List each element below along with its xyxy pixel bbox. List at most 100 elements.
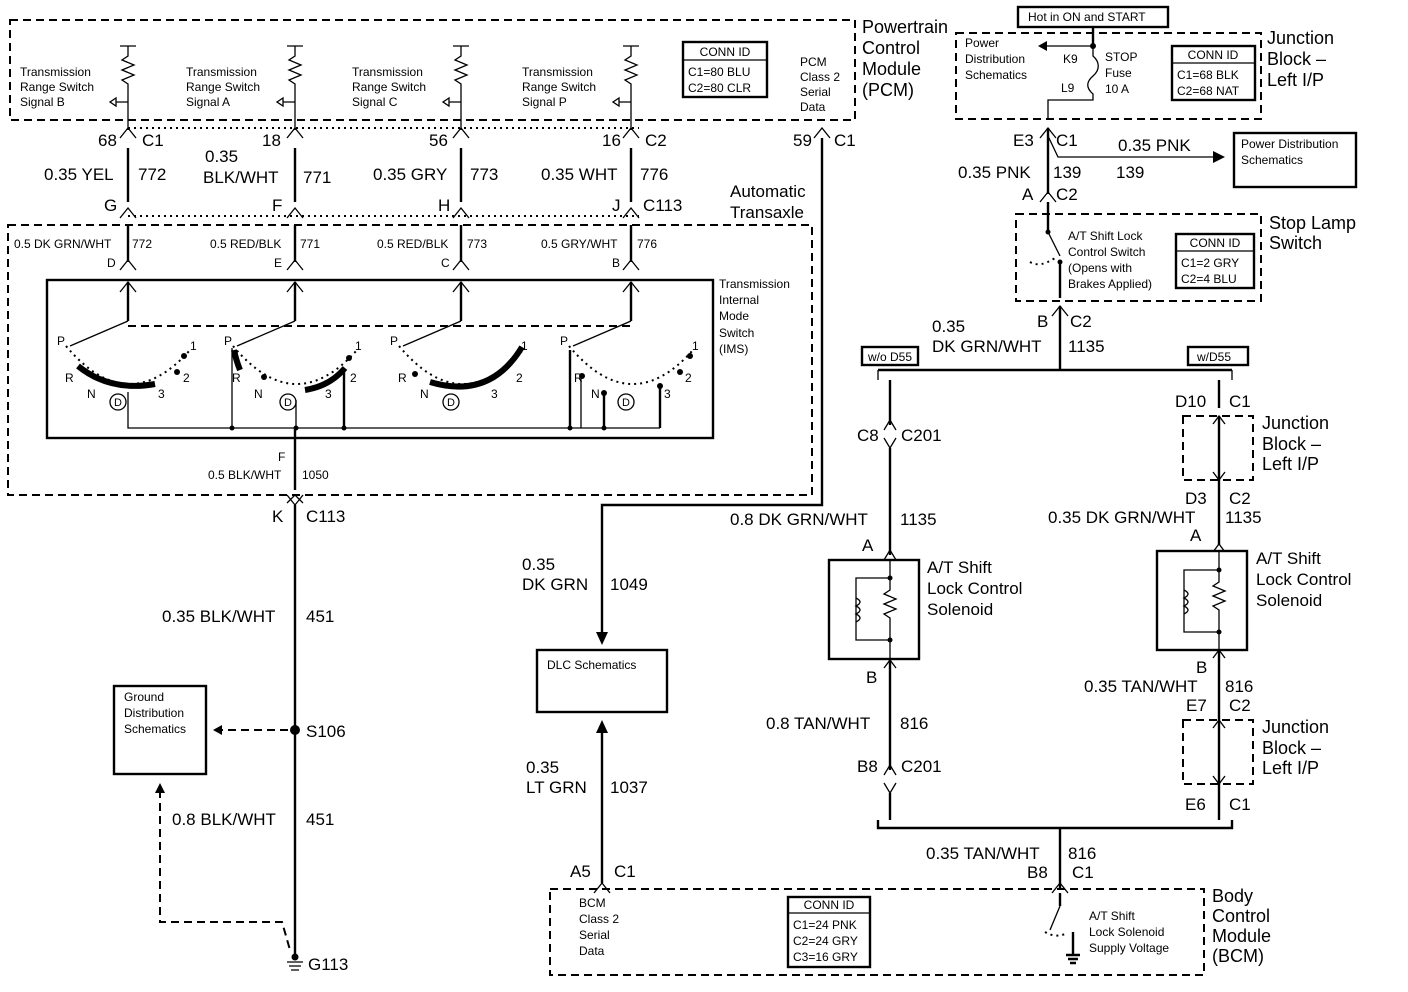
signal-label: Range Switch	[186, 80, 260, 94]
arrow-up	[155, 783, 165, 793]
gear-d: D	[447, 397, 455, 409]
connector-arrow	[883, 548, 897, 561]
wire-gauge: 0.35	[932, 317, 965, 336]
wire-gauge: 0.35 TAN/WHT	[926, 844, 1040, 863]
bus-ends	[877, 370, 1233, 380]
ims-label-line: Internal	[719, 293, 759, 307]
gear-r: R	[574, 371, 583, 385]
detent-dot	[677, 369, 683, 375]
pin-label: B	[1037, 312, 1048, 331]
pin-label: A	[1022, 185, 1034, 204]
ims-switches	[65, 280, 694, 431]
box-text: Ground	[124, 690, 164, 704]
solenoid-coil-icon	[1182, 551, 1227, 650]
conn-label: C1	[614, 862, 636, 881]
wire-gauge: 0.35 PNK	[958, 163, 1031, 182]
conn-label: C113	[643, 196, 682, 215]
conn-label: C2	[1229, 696, 1251, 715]
splice-label: S106	[306, 722, 346, 741]
contact-segment	[76, 363, 156, 389]
arrow-right	[1213, 151, 1225, 163]
conn-label: C113	[306, 507, 345, 526]
connector-arrow	[1051, 881, 1069, 894]
wire-label: 0.5 GRY/WHT	[541, 237, 618, 251]
pull-up-resistor	[453, 45, 469, 130]
gear-d: D	[284, 397, 292, 409]
pin-label: H	[438, 196, 450, 215]
circuit-number: 1049	[610, 575, 648, 594]
gear-3: 3	[325, 387, 332, 401]
solenoid-label: Lock Control	[927, 579, 1022, 598]
gear-n: N	[87, 387, 96, 401]
ground-distribution-box	[112, 684, 208, 776]
ims-label: Transmission Internal Mode Switch (IMS)	[719, 277, 790, 356]
box-text: Distribution	[124, 706, 184, 720]
wire-color: DK GRN	[522, 575, 588, 594]
detent-dot	[412, 371, 418, 377]
drive-position-circle	[279, 393, 297, 411]
ims-box	[45, 278, 715, 440]
pcm-signal-p: Transmission Range Switch Signal P	[522, 45, 639, 130]
ground-path: K C113 0.35 BLK/WHT 451 S106 Ground Dist…	[112, 494, 348, 974]
junction-dot	[887, 575, 893, 581]
pin-label: E	[274, 256, 282, 270]
box-text: Schematics	[1241, 153, 1303, 167]
pin-label: C8	[857, 426, 879, 445]
conn-id-row: C1=2 GRY	[1181, 256, 1239, 270]
pin-label: K9	[1063, 52, 1078, 66]
stop-lamp-outline	[1015, 213, 1262, 302]
gear-d: D	[114, 397, 122, 409]
junction-dot	[341, 425, 347, 431]
pcm-title-line: Control	[862, 38, 920, 58]
pd-label: Distribution	[965, 52, 1025, 66]
left-solenoid-path: C8 C201 0.8 DK GRN/WHT 1135 A A/T Shift …	[730, 380, 1022, 820]
transaxle: Automatic Transaxle 0.5 DK GRN/WHT 772 D…	[7, 182, 813, 507]
arrow-to-dlc	[596, 720, 608, 733]
option-label: w/o D55	[867, 350, 912, 364]
pin-label: B8	[857, 757, 878, 776]
pull-up-resistor	[287, 45, 303, 130]
sls-conn-id-box	[1174, 232, 1256, 290]
fuse-label: Fuse	[1105, 66, 1132, 80]
bcm-module: BCM Class 2 Serial Data CONN ID C1=24 PN…	[549, 886, 1271, 976]
transaxle-outline	[7, 224, 813, 496]
circuit-number: 772	[138, 165, 166, 184]
pin-label: B	[866, 668, 877, 687]
wire-gauge: 0.35	[526, 758, 559, 777]
circuit-number: 1135	[900, 510, 937, 529]
detent-dot	[346, 355, 352, 361]
circuit-number: 816	[1068, 844, 1096, 863]
wire-color: LT GRN	[526, 778, 587, 797]
gear-labels: P R N D 3 2 1 P R N D 3 2 1 P R N D 3 2 …	[57, 334, 699, 409]
pin-label: 59	[793, 131, 812, 150]
pin-label: A	[1190, 526, 1202, 545]
gear-n: N	[591, 387, 600, 401]
merge-bus: 0.35 TAN/WHT 816 B8 C1	[876, 820, 1234, 894]
conn-label: C1	[1229, 795, 1251, 814]
jb-title: Left I/P	[1267, 70, 1324, 90]
signal-label: Transmission	[186, 65, 257, 79]
circuit-number: 1037	[610, 778, 648, 797]
solenoid-box	[827, 558, 921, 661]
pull-up-resistor	[120, 45, 136, 130]
jb-title: Left I/P	[1262, 758, 1319, 778]
circuit-number: 773	[467, 237, 487, 251]
connector-arrows	[119, 258, 640, 271]
gear-3: 3	[158, 387, 165, 401]
gear-2: 2	[350, 371, 357, 385]
pin-label: 68	[98, 131, 117, 150]
junction-dot	[229, 425, 235, 431]
pcm-title-line: Module	[862, 59, 921, 79]
signal-label: Range Switch	[352, 80, 426, 94]
signal-arrow	[611, 96, 631, 108]
supply-label: Lock Solenoid	[1089, 925, 1164, 939]
detent-dot	[261, 374, 267, 380]
wire-gauge: 0.35 GRY	[373, 165, 447, 184]
gear-p: P	[390, 334, 398, 348]
circuit-number: 772	[132, 237, 152, 251]
circuit-number: 1135	[1068, 337, 1105, 356]
gear-2: 2	[516, 371, 523, 385]
circuit-number: 139	[1053, 163, 1081, 182]
conn-id-row: C1=80 BLU	[688, 65, 750, 79]
gear-3: 3	[491, 387, 498, 401]
